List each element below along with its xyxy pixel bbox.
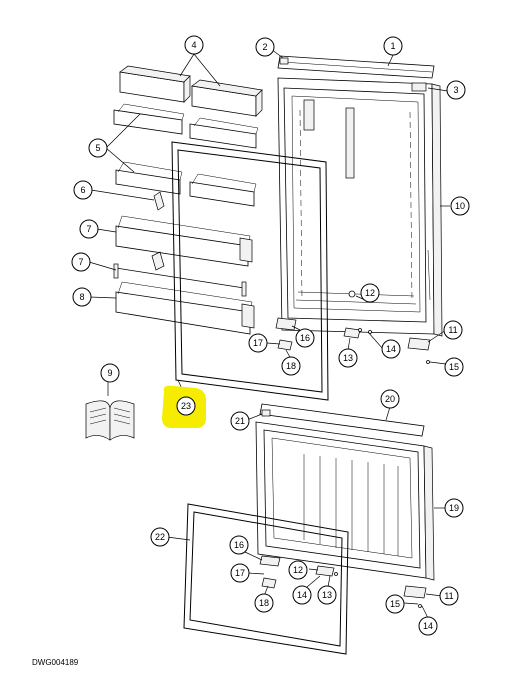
upper-door-frame xyxy=(277,77,443,337)
callout-17-circle-lower xyxy=(230,563,250,583)
door-bin-4-right xyxy=(191,79,263,117)
callout-11-circle xyxy=(443,320,463,340)
callout-6-circle xyxy=(73,180,93,200)
callout-7-circle xyxy=(79,219,99,239)
callout-14-circle-lower xyxy=(292,585,312,605)
callout-13-circle xyxy=(338,348,358,368)
callout-14-circle-lower-2 xyxy=(418,616,438,636)
lower-door-frame xyxy=(255,421,435,581)
callout-18-label: 18 xyxy=(286,361,296,371)
callout-23-circle xyxy=(176,396,196,416)
callout-18-label-lower: 18 xyxy=(259,598,269,608)
callout-16-label: 16 xyxy=(300,333,310,343)
callout-20-label: 20 xyxy=(385,394,395,404)
door-bin-7-upper xyxy=(115,215,253,267)
callout-15-circle xyxy=(444,357,464,377)
callout-1-circle xyxy=(383,36,403,56)
door-bin-5-upper-right xyxy=(189,117,259,149)
owners-manual-icon xyxy=(85,400,135,441)
callout-12-circle-lower xyxy=(288,560,308,580)
callout-21-label: 21 xyxy=(235,416,245,426)
callout-15-label: 15 xyxy=(449,362,459,372)
callout-7-circle-2 xyxy=(71,252,91,272)
callout-16-circle xyxy=(295,328,315,348)
callout-18-circle xyxy=(281,356,301,376)
callout-3-label: 3 xyxy=(453,85,458,95)
callout-7-label: 7 xyxy=(86,224,91,234)
callout-23-highlight: 23 xyxy=(162,385,206,428)
callout-2-label: 2 xyxy=(262,42,267,52)
door-bin-7-lower xyxy=(115,281,255,335)
callout-9-label: 9 xyxy=(107,368,112,378)
callout-14-circle xyxy=(381,339,401,359)
lower-top-clip xyxy=(261,409,271,417)
callout-14-label-lower: 14 xyxy=(297,590,307,600)
callout-8-circle xyxy=(72,287,92,307)
callout-13-circle-lower xyxy=(317,585,337,605)
upper-door-top-cap xyxy=(277,55,435,79)
lower-hinge-parts xyxy=(259,555,427,608)
callout-17-label-lower: 17 xyxy=(235,568,245,578)
callout-9-circle xyxy=(100,363,120,383)
callout-16-label-lower: 16 xyxy=(234,540,244,550)
callout-16-circle-lower xyxy=(229,535,249,555)
callout-8-label: 8 xyxy=(79,292,84,302)
lower-door-top-cap xyxy=(259,403,425,437)
callout-14-label-lower-2: 14 xyxy=(423,621,433,631)
callout-17-label: 17 xyxy=(253,338,263,348)
callout-10-circle xyxy=(450,196,470,216)
callout-12-label-lower: 12 xyxy=(293,565,303,575)
callout-5-label: 5 xyxy=(95,143,100,153)
callout-6-label: 6 xyxy=(80,185,85,195)
callout-19-circle xyxy=(444,498,464,518)
callout-18-circle-lower xyxy=(254,593,274,613)
leader-lines xyxy=(88,48,450,619)
callout-19-label: 19 xyxy=(449,503,459,513)
callout-11-label-lower: 11 xyxy=(444,591,453,601)
callout-7-label-2: 7 xyxy=(78,257,83,267)
callout-10-label: 10 xyxy=(455,201,465,211)
callout-4-label: 4 xyxy=(191,40,196,50)
callout-23-label: 23 xyxy=(181,401,191,411)
upper-door-gasket xyxy=(171,141,329,401)
callout-4-circle xyxy=(184,35,204,55)
upper-hinge-parts xyxy=(275,290,431,364)
top-clip xyxy=(279,57,289,65)
callout-14-label: 14 xyxy=(386,344,396,354)
callout-2-circle xyxy=(255,37,275,57)
callout-22-circle xyxy=(150,527,170,547)
door-bin-4-left xyxy=(119,65,191,103)
callout-11-label: 11 xyxy=(448,325,457,335)
callout-17-circle xyxy=(248,333,268,353)
callout-13-label-lower: 13 xyxy=(322,590,332,600)
callout-1-label: 1 xyxy=(390,41,395,51)
lower-door-gasket xyxy=(183,503,349,655)
door-bin-5-mid-left xyxy=(115,161,183,195)
callout-13-label: 13 xyxy=(343,353,353,363)
callout-3-circle xyxy=(446,80,466,100)
callout-12-label: 12 xyxy=(365,288,375,298)
callout-15-circle-lower xyxy=(385,594,405,614)
callout-bubbles: 1234567789101211131415161718192021221112… xyxy=(71,35,470,636)
door-bin-5-mid-right xyxy=(189,173,257,207)
callout-15-label-lower: 15 xyxy=(390,599,400,609)
bin-clip xyxy=(151,191,165,271)
callout-22-label: 22 xyxy=(155,532,165,542)
callout-21-circle xyxy=(230,411,250,431)
callout-12-circle xyxy=(360,283,380,303)
drawing-id: DWG004189 xyxy=(32,658,79,667)
top-cap-end-piece xyxy=(411,82,427,92)
callout-11-circle-lower xyxy=(439,586,459,606)
callout-5-circle xyxy=(88,138,108,158)
door-bin-5-upper-left xyxy=(113,103,185,135)
callout-20-circle xyxy=(380,389,400,409)
